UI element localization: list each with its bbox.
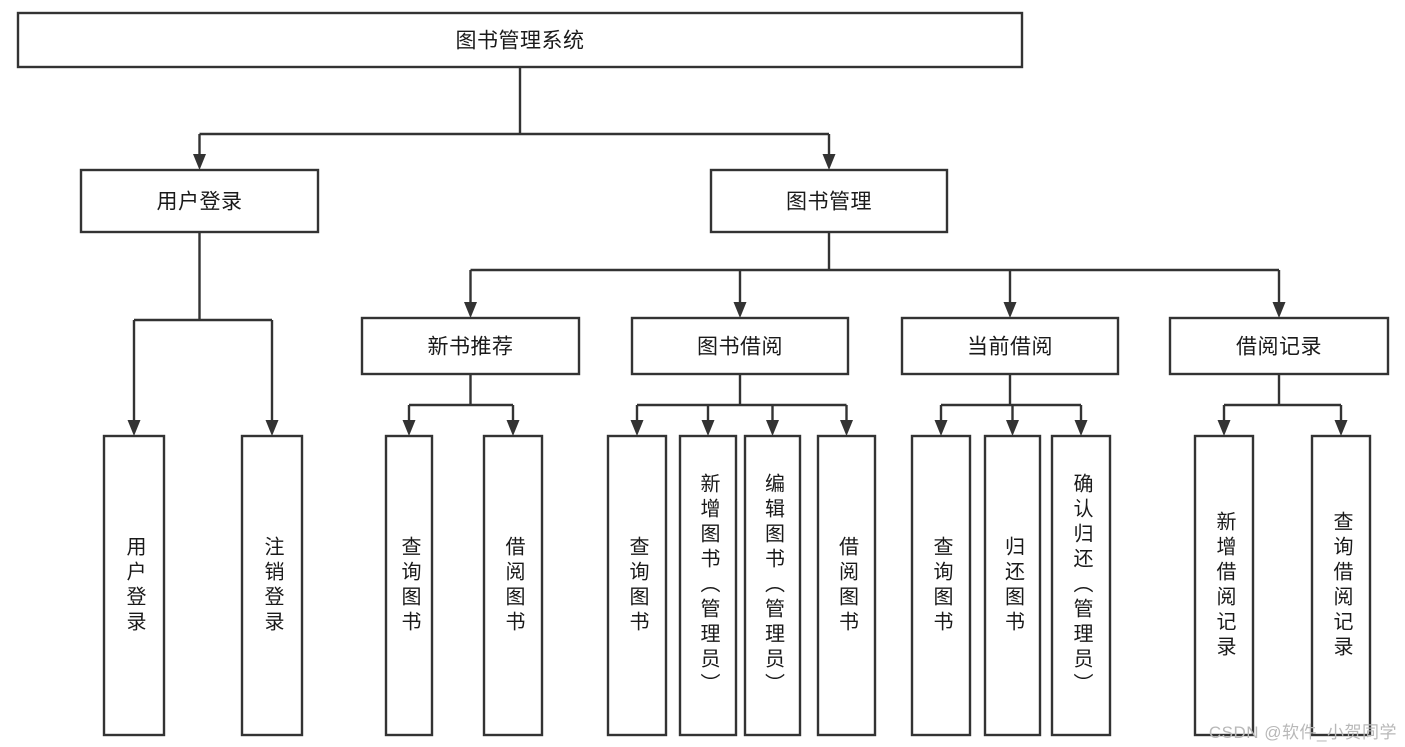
node-box-records[interactable] xyxy=(1168,316,1390,376)
connector-group-root xyxy=(193,67,836,170)
node-box-bookmgmt[interactable] xyxy=(709,168,949,234)
node-label-current: 当前借阅 xyxy=(967,336,1053,359)
connector-group-borrow xyxy=(630,374,853,436)
arrow-head-leaf-borrow-do xyxy=(840,420,853,436)
node-box-leaf-record-add[interactable] xyxy=(1193,434,1255,737)
connector-layer xyxy=(127,67,1348,436)
node-label-borrow: 图书借阅 xyxy=(697,336,783,359)
arrow-head-leaf-current-confirm xyxy=(1074,420,1088,436)
node-box-leaf-current-confirm[interactable] xyxy=(1050,434,1112,737)
arrow-head-leaf-new-query xyxy=(402,420,416,436)
arrow-head-leaf-new-borrow xyxy=(506,420,520,436)
arrow-head-records xyxy=(1272,302,1286,318)
connector-group-records xyxy=(1217,374,1348,436)
connector-group-current xyxy=(934,374,1088,436)
node-box-leaf-record-query[interactable] xyxy=(1310,434,1372,737)
node-label-bookmgmt: 图书管理 xyxy=(786,191,872,214)
arrow-head-bookmgmt xyxy=(822,154,836,170)
arrow-head-borrow xyxy=(733,302,747,318)
node-label-root: 图书管理系统 xyxy=(456,30,585,53)
node-box-layer xyxy=(16,11,1390,737)
connector-group-bookmgmt xyxy=(464,232,1286,318)
node-box-leaf-borrow-edit[interactable] xyxy=(743,434,802,737)
arrow-head-current xyxy=(1003,302,1017,318)
arrow-head-leaf-current-query xyxy=(934,420,948,436)
node-box-root[interactable] xyxy=(16,11,1024,69)
arrow-head-leaf-user-login xyxy=(127,420,141,436)
arrow-head-leaf-record-query xyxy=(1334,420,1348,436)
node-box-login[interactable] xyxy=(79,168,320,234)
arrow-head-leaf-record-add xyxy=(1217,420,1231,436)
arrow-head-leaf-user-logout xyxy=(265,420,279,436)
node-box-borrow[interactable] xyxy=(630,316,850,376)
arrow-head-leaf-borrow-add xyxy=(701,420,715,436)
node-label-newbook: 新书推荐 xyxy=(428,336,514,359)
node-label-login: 用户登录 xyxy=(157,191,243,214)
node-box-leaf-borrow-query[interactable] xyxy=(606,434,668,737)
node-box-leaf-new-query[interactable] xyxy=(384,434,434,737)
node-box-leaf-user-login[interactable] xyxy=(102,434,166,737)
node-box-leaf-current-query[interactable] xyxy=(910,434,972,737)
node-box-leaf-current-return[interactable] xyxy=(983,434,1042,737)
arrow-head-leaf-borrow-query xyxy=(630,420,644,436)
node-box-leaf-new-borrow[interactable] xyxy=(482,434,544,737)
node-box-leaf-borrow-do[interactable] xyxy=(816,434,877,737)
node-label-records: 借阅记录 xyxy=(1236,336,1322,359)
node-box-current[interactable] xyxy=(900,316,1120,376)
connector-group-newbook xyxy=(402,374,520,436)
arrow-head-leaf-borrow-edit xyxy=(766,420,779,436)
node-box-newbook[interactable] xyxy=(360,316,581,376)
csdn-watermark: CSDN @软件_小贺同学 xyxy=(1208,723,1397,742)
arrow-head-leaf-current-return xyxy=(1006,420,1019,436)
arrow-head-newbook xyxy=(464,302,477,318)
arrow-head-login xyxy=(193,154,206,170)
node-box-leaf-user-logout[interactable] xyxy=(240,434,304,737)
node-box-leaf-borrow-add[interactable] xyxy=(678,434,738,737)
connector-group-login xyxy=(127,232,279,436)
